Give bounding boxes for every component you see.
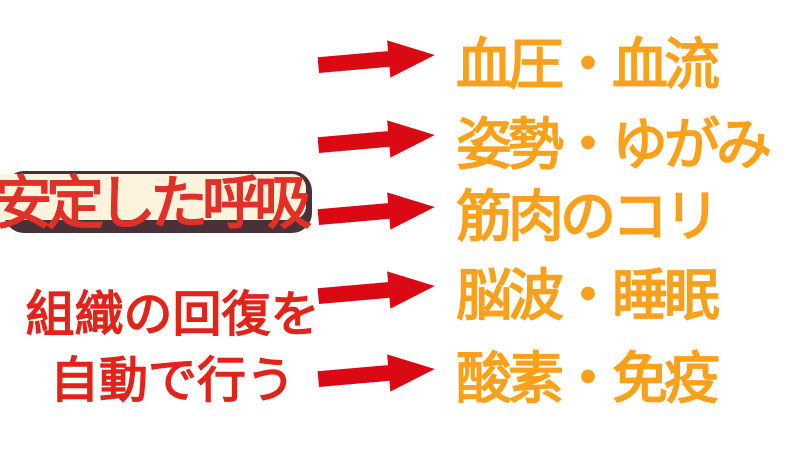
right-arrow-icon: [317, 192, 435, 230]
effect-label: 酸素・免疫: [456, 348, 720, 411]
effect-row-oxygen-immunity: 酸素・免疫: [317, 336, 720, 412]
right-arrow-icon: [317, 271, 435, 309]
effect-row-posture: 姿勢・ゆがみ: [317, 102, 772, 178]
effect-label: 姿勢・ゆがみ: [456, 114, 772, 177]
right-arrow-icon: [317, 40, 435, 78]
right-arrow-icon: [317, 354, 435, 392]
effect-row-muscle: 筋肉のコリ: [317, 174, 720, 250]
body-line-2: 自動で行う: [49, 354, 295, 408]
effect-label: 血圧・血流: [456, 34, 720, 97]
body-line-1: 組織の回復を: [25, 288, 320, 342]
effect-row-brainwave-sleep: 脳波・睡眠: [317, 253, 720, 329]
effect-label: 脳波・睡眠: [456, 265, 720, 328]
right-arrow-icon: [317, 120, 435, 158]
effects-list: 血圧・血流 姿勢・ゆがみ 筋肉のコリ 脳波・睡眠 酸素・免疫: [317, 0, 800, 450]
badge-label: 安定した呼吸: [0, 171, 312, 236]
effect-label: 筋肉のコリ: [456, 186, 720, 249]
effect-row-blood: 血圧・血流: [317, 22, 720, 98]
badge-background: [0, 174, 306, 220]
tissue-recovery-text: 組織の回復を 自動で行う: [0, 282, 345, 414]
